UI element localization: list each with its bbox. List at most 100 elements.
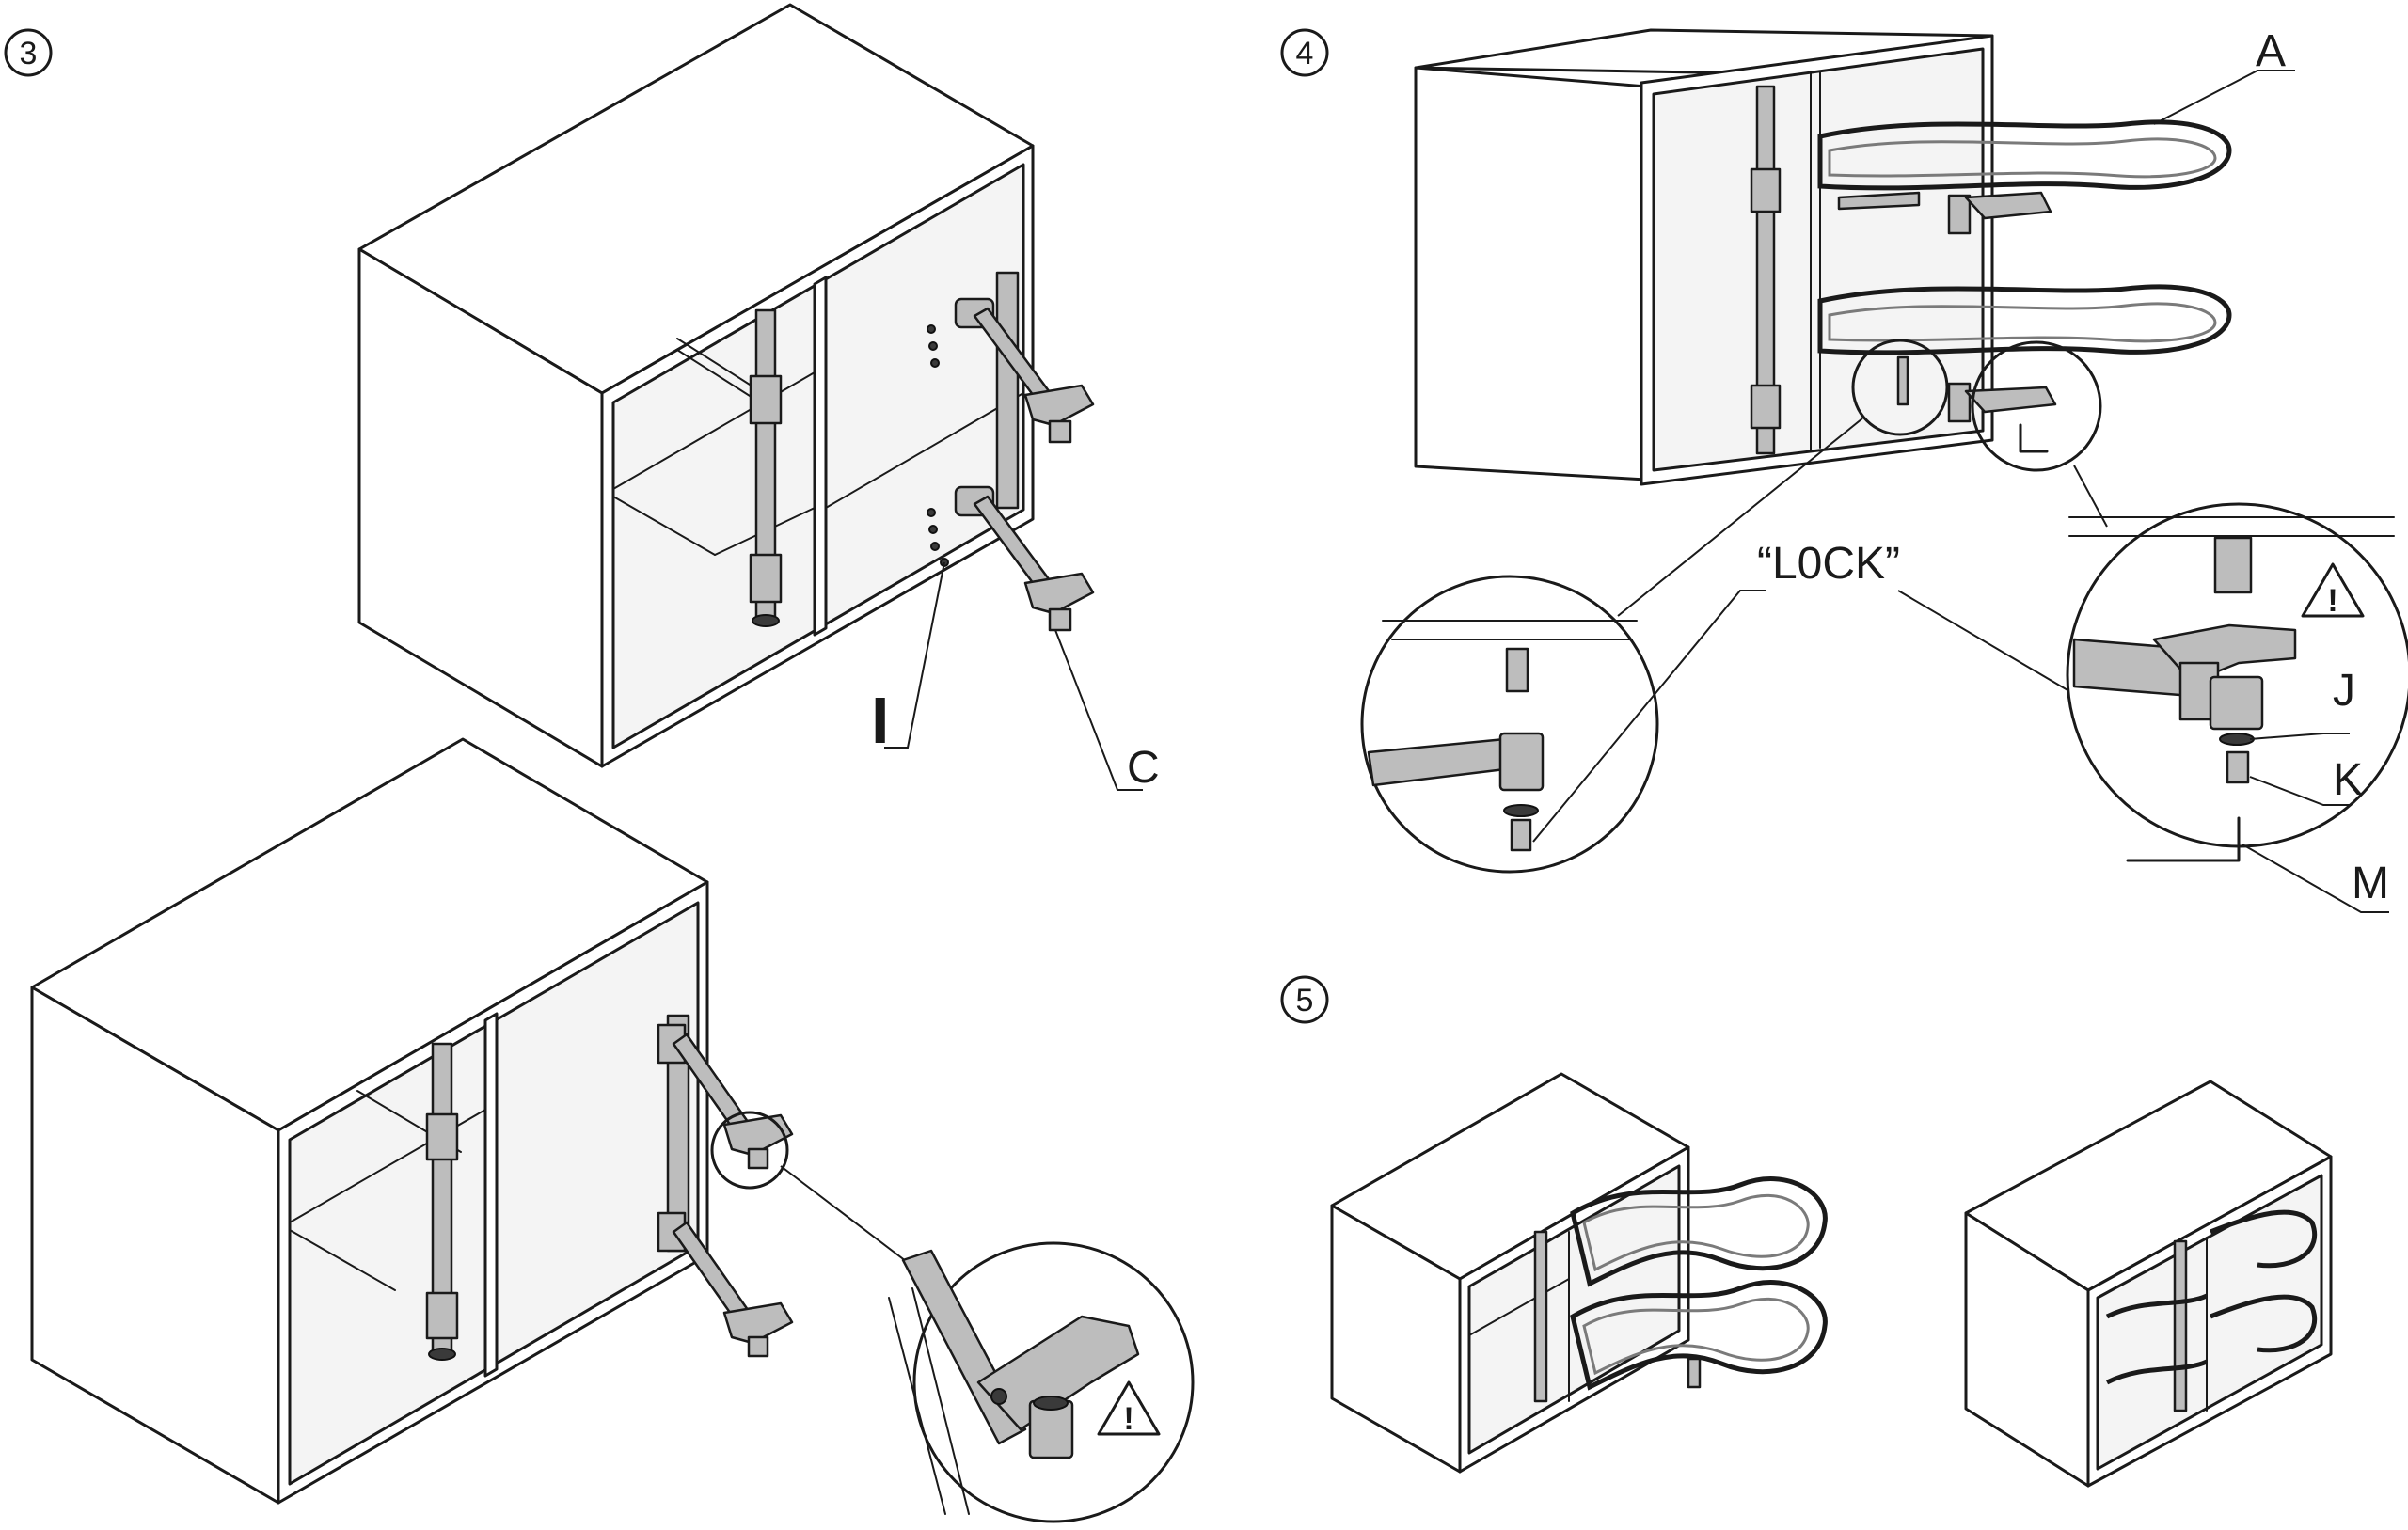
step-4-badge: 4 [1280,28,1329,77]
cabinet-5-closed [1964,1080,2333,1488]
tray-rim-bottom [2105,1294,2318,1385]
callout-K: K [2249,755,2363,806]
step-3-panel: 3 [4,3,1195,1523]
screw [930,358,940,368]
callout-J-label: J [2333,666,2355,716]
pole-clamp [749,374,783,425]
detail-bracket [976,1315,1140,1431]
warning-triangle-shape [1097,1380,1161,1436]
callout-lock-label: “L0CK” [1757,539,1900,589]
warning-triangle: ! [1097,1380,1161,1437]
detail-washer [1503,804,1539,817]
callout-A-label: A [2256,26,2286,76]
tray-inner-rim-bottom [1582,1298,1810,1376]
shelf-line [612,496,716,556]
cabinet-3-upper [357,3,1095,768]
tray-mount [1947,194,1972,235]
arm-roller [747,1335,769,1358]
arm-roller [1048,419,1072,444]
tray-rim [1817,119,2232,191]
cabinet-5-open [1330,1072,1828,1474]
pole [2173,1239,2188,1412]
tray-rim-top [1570,1176,1828,1287]
detail-bolt [990,1388,1007,1405]
detail-bushing [2209,675,2264,731]
detail-rail-line [888,1297,946,1515]
zoom-leader [1617,418,1863,617]
zoom-marker [710,1111,789,1190]
tray-inner-rim [1828,302,2217,343]
detail-bolt-K [2226,750,2250,784]
pole-foot [752,614,780,627]
callout-I-leader [884,561,945,749]
callout-M-leader [2242,844,2389,913]
tray-support [1687,1357,1702,1389]
detail-circle-hinge: ! [888,1241,1195,1523]
detail-spindle [2213,536,2253,594]
screws [927,324,949,567]
zoom-marker-left [1851,339,1949,436]
arm-bracket [722,1301,794,1345]
callout-I-label: I [871,684,889,757]
tray-rim [1817,284,2232,355]
upper-tray [1817,119,2232,235]
callout-J-leader [2249,733,2350,740]
step-5-panel: 5 [1280,975,2333,1488]
screw [930,542,940,551]
screw [928,525,938,534]
cabinet-4 [1414,28,2232,486]
step-4-circle [1280,28,1329,77]
callout-C-label: C [1127,743,1160,793]
pole-clamp [425,1112,459,1161]
cabinet-side [1414,66,1648,481]
step-4-panel: 4 [1280,26,2408,913]
screw [927,508,936,517]
pole-clamp [1750,167,1782,213]
step-4-number: 4 [1296,36,1314,71]
lower-arm [954,485,1095,632]
warning-symbol: ! [1123,1401,1133,1437]
callout-C-leader [1054,629,1143,791]
arm-roller [747,1147,769,1170]
tray-arm [1964,191,2052,220]
tray-rim-top [2105,1209,2318,1319]
detail-circle [1360,575,1659,874]
warning-triangle: ! [2301,562,2365,619]
callout-A-leader [2153,70,2295,125]
screw [928,341,938,351]
shelf-line [289,1229,396,1291]
callout-K-leader [2249,776,2352,806]
cabinet-opening [1652,47,1985,472]
callout-C: C [1054,629,1160,793]
callout-I: I [871,561,945,757]
detail-rail-line [911,1287,970,1515]
floor-line [825,392,1024,509]
detail-washer-J [2219,733,2255,746]
detail-circle-lock [1360,418,1863,874]
callout-A: A [2153,26,2295,125]
step-3-number: 3 [20,36,38,71]
step-5-badge: 5 [1280,975,1329,1024]
arm-roller [1048,607,1072,632]
lower-tray [1817,284,2232,423]
pole-clamp [1750,384,1782,430]
hex-key [2019,423,2049,453]
tray-arm [1837,191,1921,211]
detail-circle-mount: ! [2066,465,2408,862]
cabinet-partition [813,276,828,637]
tray-rim-bottom [1570,1280,1828,1391]
step-5-circle [1280,975,1329,1024]
upper-arm [954,297,1095,444]
lock-bolt [1896,355,1909,406]
pole-clamp [749,553,783,604]
pole-foot [428,1348,456,1361]
arm-bracket [1023,384,1095,427]
callout-J: J [2249,666,2355,740]
cabinet-opening [2096,1174,2323,1471]
tray-inner-rim [1828,137,2217,179]
tray-arm [1964,386,2057,414]
callout-M: M [2242,844,2389,913]
detail-hex-key-M [2126,816,2241,862]
callout-K-label: K [2333,755,2363,805]
